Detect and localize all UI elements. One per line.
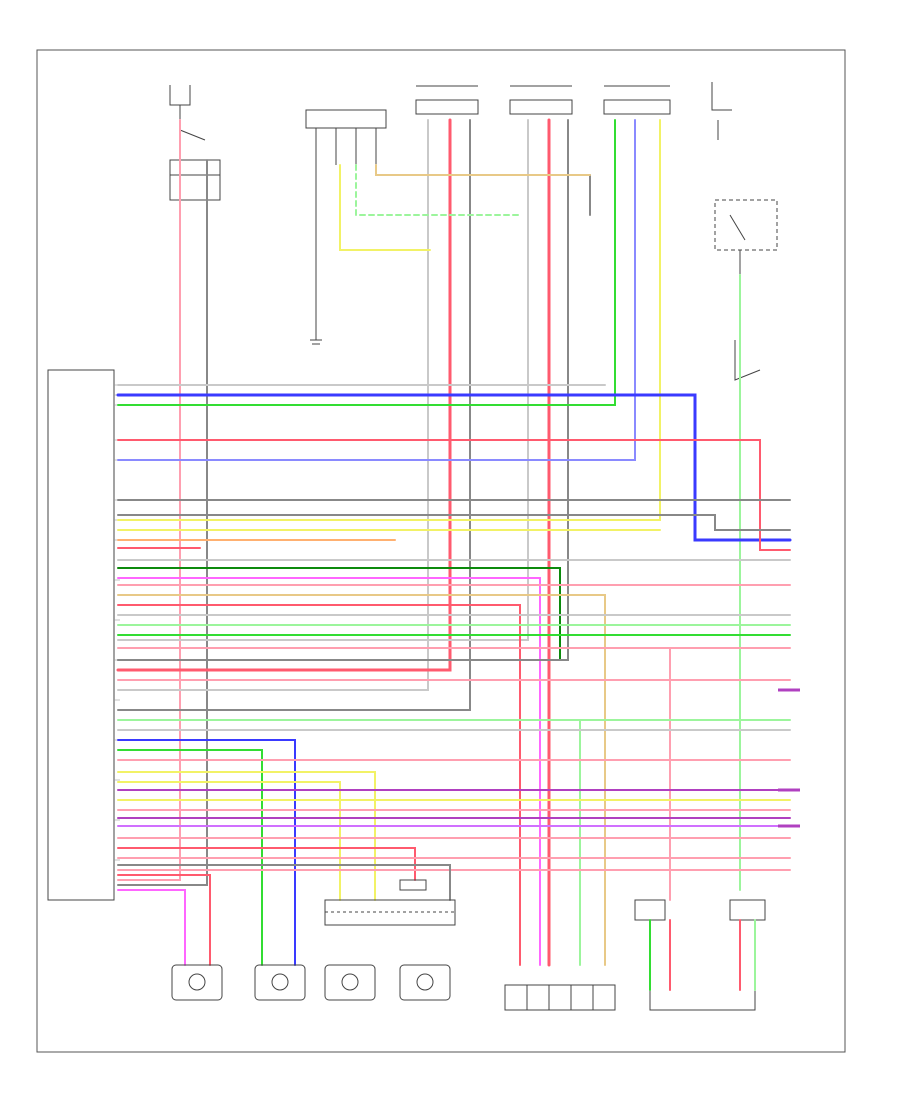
transmission-range-switch (305, 109, 387, 165)
relay-right (714, 199, 778, 275)
diagram-frame (36, 49, 846, 1053)
bottom-right-unit (634, 899, 766, 1011)
wires-horizontal (116, 384, 792, 966)
main-control-module (47, 369, 115, 901)
fuse-left (169, 85, 206, 141)
ground-symbol (310, 165, 322, 345)
sensor-front-left (254, 964, 306, 1001)
bottom-right-wires (649, 919, 756, 991)
fuse-right (711, 82, 732, 140)
module-pin-ticks (114, 384, 120, 861)
joint-connector-middle (324, 879, 456, 926)
sensor-connector-2 (509, 85, 573, 115)
five-pin-connector (504, 984, 616, 1011)
sensor-front-right (171, 964, 223, 1001)
sensor-connector-3 (603, 85, 671, 115)
sensor-rear-left (399, 964, 451, 1001)
right-connector-marks (778, 688, 800, 828)
sensor-rear-right (324, 964, 376, 1001)
junction-connector-left (169, 159, 221, 201)
switch-right (734, 340, 761, 381)
sensor-connector-1 (415, 85, 479, 115)
